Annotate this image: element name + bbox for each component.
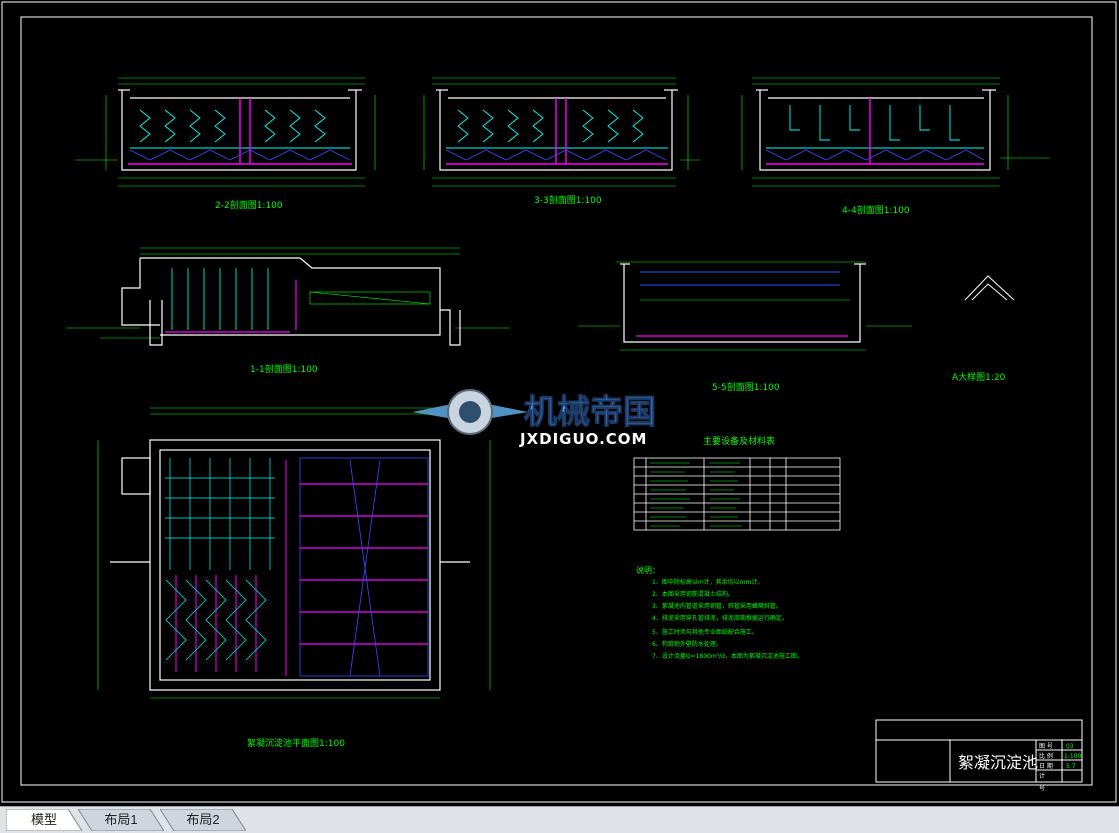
section-3-3-label: 3-3剖面图1:100 (534, 194, 602, 206)
title-block-label: 日 期 (1039, 762, 1053, 770)
tab-shape (160, 809, 246, 831)
title-block-value: 03 (1066, 743, 1074, 750)
note-line: 2、本图采用钢筋混凝土结构。 (652, 590, 734, 598)
section-5-5: 5-5剖面图1:100 (578, 261, 912, 393)
plan-label: 絮凝沉淀池平面图1:100 (247, 737, 345, 749)
plan-view: 絮凝沉淀池平面图1:100 (97, 407, 491, 749)
notes-title: 说明： (636, 565, 660, 575)
inner-frame (20, 16, 1093, 786)
table-title: 主要设备及材料表 (703, 435, 775, 447)
tab-label: 布局2 (186, 812, 220, 827)
note-line: 1、图中除标高以m计，其余均以mm计。 (652, 578, 763, 586)
cad-drawing: 2-2剖面图1:100 (1, 1, 1117, 803)
tab-label: 模型 (30, 812, 57, 827)
title-block-value: 1:100 (1064, 753, 1081, 760)
title-block-label: 号 (1039, 785, 1045, 792)
layout-tab-bar: 模型 布局1 布局2 (0, 806, 1119, 833)
tab-layout2[interactable]: 布局2 (160, 809, 246, 831)
drawing-canvas[interactable]: 2-2剖面图1:100 (0, 0, 1119, 806)
section-3-3: 3-3剖面图1:100 (423, 77, 700, 206)
section-1-1-label: 1-1剖面图1:100 (250, 363, 318, 375)
equipment-table: 主要设备及材料表 (633, 435, 841, 531)
section-4-4-label: 4-4剖面图1:100 (842, 204, 910, 216)
section-2-2: 2-2剖面图1:100 (75, 77, 376, 211)
title-block-label: 图 号 (1039, 743, 1053, 750)
title-block-title: 絮凝沉淀池 (958, 753, 1038, 772)
title-block-label: 计 (1039, 772, 1045, 780)
tab-layout1[interactable]: 布局1 (78, 809, 164, 831)
section-5-5-label: 5-5剖面图1:100 (712, 381, 780, 393)
title-block: 絮凝沉淀池 图 号 03 比 例 1:100 日 期 5.7 计 号 (875, 719, 1083, 792)
note-line: 7、设计流量Q=1800m³/d，本图为絮凝沉淀池施工图。 (652, 652, 803, 660)
watermark: 机械帝国 JXDIGUO.COM (412, 389, 657, 448)
tab-label: 布局1 (104, 812, 138, 827)
title-block-label: 比 例 (1039, 752, 1053, 760)
section-4-4: 4-4剖面图1:100 (741, 77, 1050, 216)
detail-a-label: A大样图1:20 (952, 371, 1006, 383)
outer-frame (1, 1, 1117, 803)
note-line: 3、絮凝池内管道采用钢管，斜管采用蜂窝斜管。 (652, 602, 782, 610)
section-1-1: 1-1剖面图1:100 (66, 247, 510, 375)
note-line: 5、施工时须与其他专业图纸配合施工。 (652, 628, 758, 636)
section-2-2-label: 2-2剖面图1:100 (215, 199, 283, 211)
tab-shape (78, 809, 164, 831)
tab-shape (6, 809, 82, 831)
note-line: 4、排泥采用穿孔管排泥，排泥周期根据运行确定。 (652, 614, 788, 622)
watermark-en: JXDIGUO.COM (519, 430, 647, 448)
notes: 说明： 1、图中除标高以m计，其余均以mm计。 2、本图采用钢筋混凝土结构。 3… (636, 565, 803, 660)
detail-a: A大样图1:20 (952, 275, 1015, 383)
note-line: 6、构筑物外壁防水处理。 (652, 640, 722, 648)
title-block-value: 5.7 (1066, 763, 1076, 770)
tab-model[interactable]: 模型 (6, 809, 82, 831)
watermark-cn: 机械帝国 (524, 392, 656, 431)
